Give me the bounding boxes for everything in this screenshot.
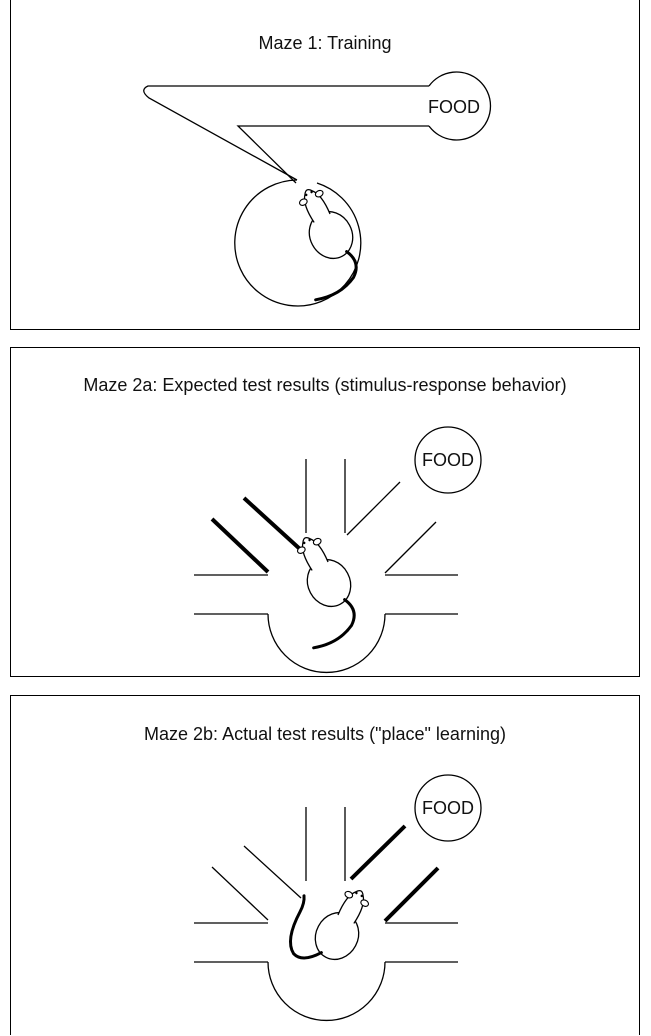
maze-2b-panel: Maze 2b: Actual test results ("place" le… bbox=[10, 695, 640, 1035]
maze-1-title: Maze 1: Training bbox=[258, 33, 392, 53]
maze-2a-start-box bbox=[267, 613, 386, 674]
maze-2b-title: Maze 2b: Actual test results ("place" le… bbox=[144, 724, 506, 744]
rat-icon bbox=[298, 189, 358, 302]
maze-1-food-circle bbox=[428, 71, 492, 141]
maze-2a-food-circle bbox=[414, 426, 482, 494]
maze-1-panel: Maze 1: Training FOOD bbox=[10, 0, 640, 330]
maze-1-start-box bbox=[234, 179, 362, 307]
maze-2b-diagram: FOOD bbox=[194, 774, 482, 1022]
rat-icon bbox=[288, 890, 370, 961]
maze-1-corridor bbox=[143, 85, 429, 181]
maze-1-food-label: FOOD bbox=[428, 97, 480, 117]
maze-2b-chosen-arm bbox=[349, 824, 407, 881]
maze-2b-food-circle bbox=[414, 774, 482, 842]
maze-1-diagram: FOOD bbox=[143, 71, 492, 307]
maze-2b-start-box bbox=[267, 961, 386, 1022]
maze-2a-panel: Maze 2a: Expected test results (stimulus… bbox=[10, 347, 640, 677]
maze-2a-food-label: FOOD bbox=[422, 450, 474, 470]
maze-2a-diagram: FOOD bbox=[194, 426, 482, 674]
maze-1-corridor-inner bbox=[236, 125, 429, 184]
maze-2b-food-label: FOOD bbox=[422, 798, 474, 818]
maze-2a-title: Maze 2a: Expected test results (stimulus… bbox=[83, 375, 567, 395]
maze-2a-chosen-arm bbox=[242, 496, 303, 552]
rat-icon bbox=[296, 537, 356, 650]
